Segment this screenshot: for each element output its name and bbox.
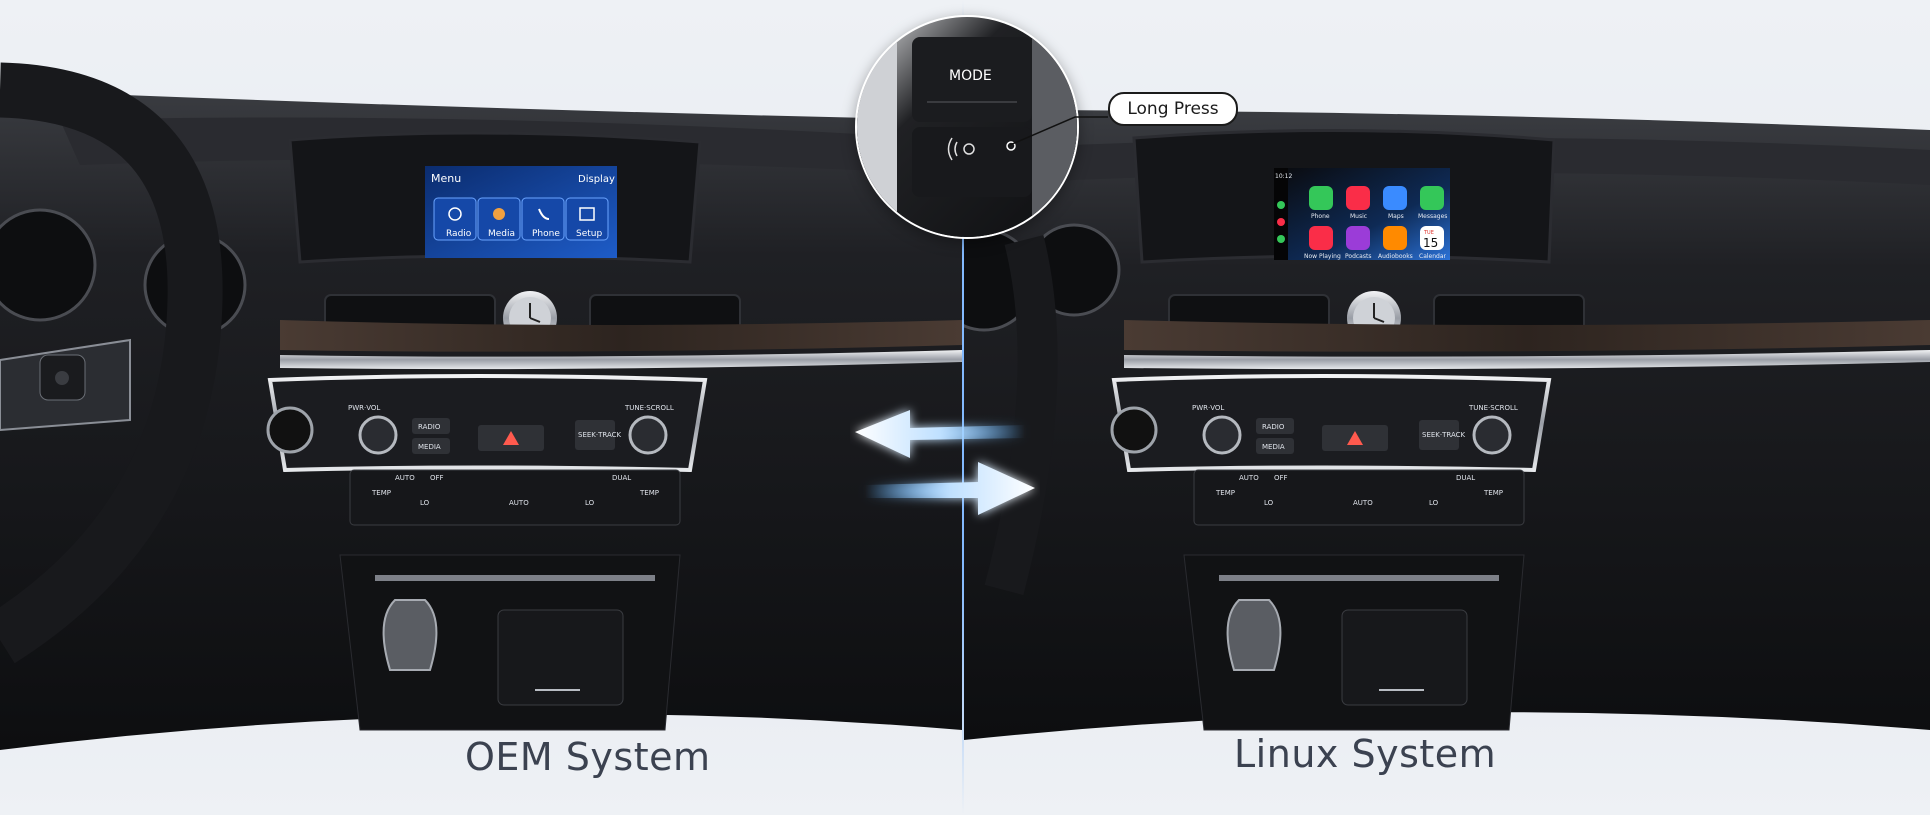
carplay-app-now-playing-icon xyxy=(1309,226,1333,250)
pwr-vol-label: PWR·VOL xyxy=(348,404,380,412)
steering-wheel-rim xyxy=(0,62,223,664)
setup-icon xyxy=(579,207,595,221)
left-temp-value-right: LO xyxy=(1264,499,1274,507)
carplay-label-audiobooks: Audiobooks xyxy=(1378,253,1413,260)
radio-button-label: RADIO xyxy=(418,423,441,431)
calendar-date: 15 xyxy=(1423,236,1438,250)
tune-scroll-label: TUNE·SCROLL xyxy=(624,404,674,412)
panel-divider xyxy=(962,0,964,815)
linux-system-caption: Linux System xyxy=(1234,732,1497,776)
oem-system-caption: OEM System xyxy=(465,735,711,779)
voice-command-icon xyxy=(947,137,975,161)
carplay-label-calendar: Calendar xyxy=(1419,253,1447,260)
carplay-app-grid: TUE 15 xyxy=(1309,186,1444,250)
carplay-sidebar xyxy=(1274,168,1288,260)
carplay-app-calendar-icon xyxy=(1420,226,1444,250)
radio-icon xyxy=(448,207,462,221)
pwr-vol-knob xyxy=(358,415,398,455)
media-button-label-right: MEDIA xyxy=(1262,443,1285,451)
oem-menu-item-media: Media xyxy=(488,229,515,239)
tune-scroll-knob xyxy=(628,415,668,455)
tune-scroll-label-right: TUNE·SCROLL xyxy=(1468,404,1518,412)
climate-dual-label-right: DUAL xyxy=(1456,474,1475,482)
seek-track-label: SEEK·TRACK xyxy=(578,431,622,439)
arrow-left-icon xyxy=(855,410,1025,458)
climate-auto-label-right: AUTO xyxy=(1239,474,1259,482)
media-icon xyxy=(493,208,505,220)
seek-track-label-right: SEEK·TRACK xyxy=(1422,431,1466,439)
carplay-label-maps: Maps xyxy=(1388,213,1404,220)
climate-auto-center-label-right: AUTO xyxy=(1353,499,1373,507)
carplay-label-phone: Phone xyxy=(1311,213,1330,220)
phone-icon xyxy=(538,208,550,220)
arrow-right-icon xyxy=(865,462,1035,515)
left-temp-label: TEMP xyxy=(371,489,391,497)
right-temp-value: LO xyxy=(585,499,595,507)
climate-off-label: OFF xyxy=(430,474,444,482)
gear-shifter-right xyxy=(1226,599,1282,671)
carplay-label-podcasts: Podcasts xyxy=(1345,253,1371,260)
left-temp-value: LO xyxy=(420,499,430,507)
climate-dual-label: DUAL xyxy=(612,474,631,482)
linux-dashboard-panel: 10:12 TUE 15 Phone Music Maps Messages N… xyxy=(964,0,1930,815)
carplay-app-audiobooks-icon xyxy=(1383,226,1407,250)
oem-menu-item-phone: Phone xyxy=(532,229,560,239)
oem-menu-tiles xyxy=(433,197,609,241)
power-button-right xyxy=(1110,406,1158,454)
carplay-time: 10:12 xyxy=(1275,173,1292,180)
right-temp-label-right: TEMP xyxy=(1483,489,1503,497)
callout-leader-line xyxy=(1010,116,1108,146)
radio-button-label-right: RADIO xyxy=(1262,423,1285,431)
left-temp-label-right: TEMP xyxy=(1215,489,1235,497)
climate-auto-label: AUTO xyxy=(395,474,415,482)
tachometer-gauge xyxy=(0,208,97,322)
climate-off-label-right: OFF xyxy=(1274,474,1288,482)
right-temp-value-right: LO xyxy=(1429,499,1439,507)
carplay-app-maps-icon xyxy=(1383,186,1407,210)
mode-button-label: MODE xyxy=(949,68,992,84)
linux-dashboard-illustration: 10:12 TUE 15 Phone Music Maps Messages N… xyxy=(964,110,1930,740)
media-button-label: MEDIA xyxy=(418,443,441,451)
carplay-label-now-playing: Now Playing xyxy=(1304,253,1341,260)
oem-menu-item-radio: Radio xyxy=(446,229,472,239)
power-button xyxy=(266,406,314,454)
carplay-app-phone-icon xyxy=(1309,186,1333,210)
carplay-app-music-icon xyxy=(1346,186,1370,210)
carplay-app-messages-icon xyxy=(1420,186,1444,210)
carplay-label-music: Music xyxy=(1350,213,1367,220)
oem-menu-item-setup: Setup xyxy=(576,229,602,239)
oem-dashboard-illustration: Menu Display Radio Media Phone Setup xyxy=(0,62,962,750)
switch-arrows xyxy=(855,410,1035,515)
long-press-label: Long Press xyxy=(1108,92,1238,126)
climate-auto-center-label: AUTO xyxy=(509,499,529,507)
carplay-label-messages: Messages xyxy=(1418,213,1447,220)
calendar-day: TUE xyxy=(1423,230,1434,236)
oem-display-label: Display xyxy=(578,174,615,185)
carplay-app-podcasts-icon xyxy=(1346,226,1370,250)
pwr-vol-label-right: PWR·VOL xyxy=(1192,404,1224,412)
gear-shifter xyxy=(382,599,438,671)
oem-dashboard-panel: Menu Display Radio Media Phone Setup xyxy=(0,0,962,815)
right-temp-label: TEMP xyxy=(639,489,659,497)
oem-screen-title: Menu xyxy=(431,172,461,185)
